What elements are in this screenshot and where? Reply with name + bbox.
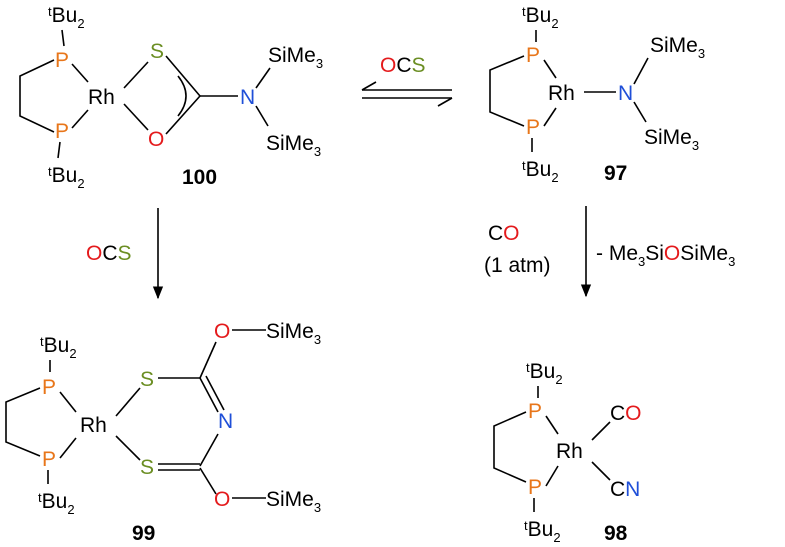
- compound-98: tBu2 P P tBu2 Rh CO CN 98: [493, 360, 642, 545]
- nitrogen-atom: N: [218, 410, 233, 433]
- bond: [115, 435, 141, 461]
- sulfur-atom: S: [140, 456, 154, 479]
- byproduct-label: - Me3SiOSiMe3: [596, 242, 735, 269]
- compound-97: tBu2 P P tBu2 Rh N SiMe3 SiMe3 97: [489, 4, 705, 185]
- bond: [115, 387, 141, 417]
- rhodium-atom: Rh: [88, 86, 115, 109]
- cyanide-ligand: CN: [610, 478, 640, 501]
- bond: [543, 107, 557, 127]
- rhodium-atom: Rh: [556, 440, 583, 463]
- tbu-label: tBu2: [48, 164, 85, 191]
- trimethylsilyl-label: SiMe3: [266, 320, 321, 347]
- carbonyl-ligand: CO: [610, 402, 642, 425]
- tbu-label: tBu2: [522, 4, 559, 31]
- bond: [59, 391, 77, 413]
- bond: [71, 63, 89, 83]
- bond: [57, 141, 61, 159]
- forward-arrow-head: [437, 97, 453, 107]
- ethylene-backbone: [489, 55, 525, 127]
- bond: [543, 59, 557, 79]
- bond: [545, 465, 559, 487]
- bond: [199, 341, 217, 379]
- rhodium-atom: Rh: [80, 414, 107, 437]
- trimethylsilyl-label: SiMe3: [650, 34, 705, 61]
- phosphorus-atom: P: [55, 49, 69, 72]
- oxygen-atom: O: [148, 128, 164, 151]
- double-bond: [205, 375, 225, 411]
- phosphorus-atom: P: [528, 400, 542, 423]
- equilibrium-arrows: OCS: [361, 54, 453, 107]
- tbu-label: tBu2: [522, 158, 559, 185]
- phosphorus-atom: P: [526, 44, 540, 67]
- tbu-label: tBu2: [524, 518, 561, 545]
- ethylene-backbone: [19, 59, 55, 133]
- tbu-label: tBu2: [48, 4, 85, 31]
- bond: [59, 437, 77, 459]
- compound-100: tBu2 P P tBu2 Rh S O N SiMe3 SiMe3 100: [19, 4, 323, 191]
- co-reagent: CO: [488, 222, 520, 245]
- bond: [633, 57, 649, 85]
- arrow-97-to-98: CO (1 atm) - Me3SiOSiMe3: [484, 206, 735, 298]
- bond: [199, 433, 219, 467]
- trimethylsilyl-label: SiMe3: [268, 44, 323, 71]
- phosphorus-atom: P: [42, 448, 56, 471]
- ocs-reagent-left: OCS: [86, 242, 132, 265]
- bond: [633, 101, 647, 123]
- trimethylsilyl-label: SiMe3: [266, 488, 321, 515]
- oxygen-atom: O: [214, 320, 230, 343]
- rhodium-atom: Rh: [548, 82, 575, 105]
- ethylene-backbone: [5, 387, 41, 457]
- tbu-label: tBu2: [526, 360, 563, 387]
- bond: [123, 103, 149, 131]
- oxygen-atom: O: [214, 488, 230, 511]
- phosphorus-atom: P: [55, 120, 69, 143]
- trimethylsilyl-label: SiMe3: [644, 126, 699, 153]
- arrow-100-to-99: OCS: [86, 208, 164, 300]
- sulfur-atom: S: [150, 40, 164, 63]
- compound-number-100: 100: [182, 166, 217, 189]
- bond: [255, 105, 269, 127]
- bond: [255, 67, 271, 89]
- reverse-arrow-head: [361, 81, 377, 91]
- compound-number-98: 98: [604, 522, 628, 545]
- bond: [61, 29, 65, 47]
- co-pressure: (1 atm): [484, 254, 551, 277]
- ocs-reagent-top: OCS: [380, 54, 426, 77]
- bond: [591, 461, 611, 481]
- phosphorus-atom: P: [42, 376, 56, 399]
- compound-number-99: 99: [132, 522, 155, 545]
- bond: [165, 95, 201, 135]
- nitrogen-atom: N: [618, 82, 633, 105]
- bond: [71, 109, 89, 129]
- trimethylsilyl-label: SiMe3: [266, 132, 321, 159]
- delocalization-arc: [177, 75, 187, 117]
- sulfur-atom: S: [140, 368, 154, 391]
- ethylene-backbone: [493, 411, 527, 483]
- bond: [165, 55, 201, 97]
- nitrogen-atom: N: [240, 86, 255, 109]
- bond: [123, 61, 149, 89]
- tbu-label: tBu2: [38, 490, 75, 517]
- bond: [545, 415, 559, 435]
- phosphorus-atom: P: [526, 116, 540, 139]
- double-bond: [199, 377, 219, 413]
- bond: [591, 421, 611, 441]
- phosphorus-atom: P: [528, 476, 542, 499]
- compound-number-97: 97: [604, 162, 627, 185]
- bond: [199, 467, 217, 495]
- compound-99: tBu2 P P tBu2 Rh S S N O SiMe3 O SiM: [5, 320, 321, 545]
- tbu-label: tBu2: [40, 334, 77, 361]
